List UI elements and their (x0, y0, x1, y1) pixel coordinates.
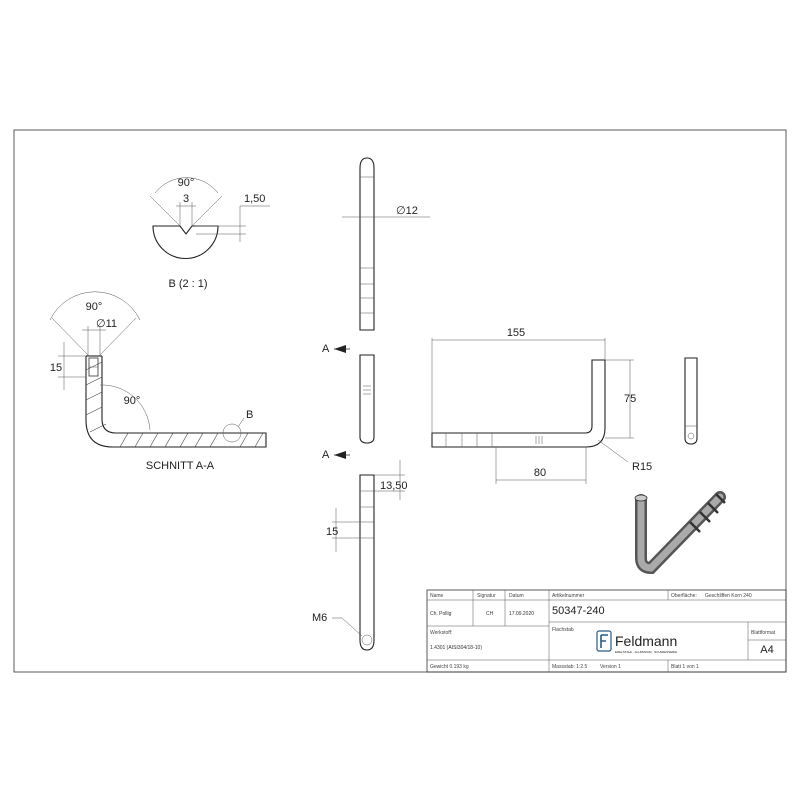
tb-scale: Massstab: 1:2.5 (552, 664, 588, 670)
section-profile (85, 356, 267, 448)
section-detail-ref: B (246, 409, 253, 421)
tb-version: Version 1 (600, 664, 621, 670)
detail-b-marker (222, 423, 242, 443)
tb-value-article: 50347-240 (552, 605, 605, 617)
top-view: ∅12 (342, 157, 430, 331)
tb-value-material: 1.4301 (AISI304/18-10) (430, 645, 482, 651)
tb-header-surface: Oberfläche: (671, 593, 697, 599)
tb-weight: Gewicht 0.193 kg (430, 664, 469, 670)
bottom-view-spacing: 15 (326, 526, 338, 538)
feldmann-logo: Feldmann EDELSTAHL · ALUMINIUM · SCHWEIS… (596, 630, 677, 654)
section-height: 15 (50, 362, 62, 374)
detail-b-angle: 90° (178, 177, 195, 189)
tb-sheet: Blatt 1 von 1 (671, 664, 699, 670)
section-angle-top: 90° (86, 301, 103, 313)
tb-value-name: Ch. Pollig (430, 611, 452, 617)
top-view-diameter: ∅12 (396, 205, 418, 217)
detail-b-depth: 1,50 (244, 193, 265, 205)
isometric-view (634, 491, 726, 575)
logo-subtext: EDELSTAHL · ALUMINIUM · SCHWEISSEREI (615, 650, 677, 654)
bottom-view-pitch: 13,50 (380, 480, 408, 492)
logo-text: Feldmann (615, 633, 677, 649)
tb-header-description: Flachstab (552, 627, 574, 633)
section-title: SCHNITT A-A (146, 460, 215, 472)
title-block: Name Signatur Datum Artikelnummer Oberfl… (426, 589, 787, 673)
detail-b-profile (152, 225, 219, 260)
main-view-height: 75 (624, 393, 636, 405)
section-a-a-view: 90° ∅11 15 90° B (49, 291, 267, 472)
bottom-view-thread: M6 (312, 612, 327, 624)
section-mark-bottom: A (322, 449, 330, 461)
detail-b-view: 90° 3 1,50 B (2 : 1) (149, 177, 270, 290)
detail-b-title: B (2 : 1) (168, 278, 207, 290)
side-view: A A (322, 343, 375, 461)
end-view (684, 357, 698, 445)
section-diameter: ∅11 (96, 318, 117, 330)
main-view: 155 75 80 R15 (431, 327, 652, 484)
sheet-border (13, 129, 787, 673)
tb-value-format: A4 (760, 644, 773, 656)
tb-value-date: 17.09.2020 (509, 611, 534, 617)
main-view-leg: 80 (534, 467, 546, 479)
section-mark-top: A (322, 343, 330, 355)
bottom-view: 13,50 15 M6 (312, 460, 408, 651)
tb-header-date: Datum (509, 593, 524, 599)
tb-header-format: Blattformat (751, 630, 776, 636)
main-view-radius: R15 (632, 461, 652, 473)
tb-value-signature: CH (486, 611, 494, 617)
detail-b-width: 3 (183, 193, 189, 205)
tb-header-material: Werkstoff: (430, 630, 452, 636)
main-view-length: 155 (507, 327, 525, 339)
tb-header-name: Name (430, 593, 444, 599)
tb-header-article: Artikelnummer (552, 593, 585, 599)
tb-value-surface: Geschliffen Korn 240 (705, 593, 752, 599)
section-bend-angle: 90° (124, 395, 141, 407)
tb-header-signature: Signatur (477, 593, 496, 599)
